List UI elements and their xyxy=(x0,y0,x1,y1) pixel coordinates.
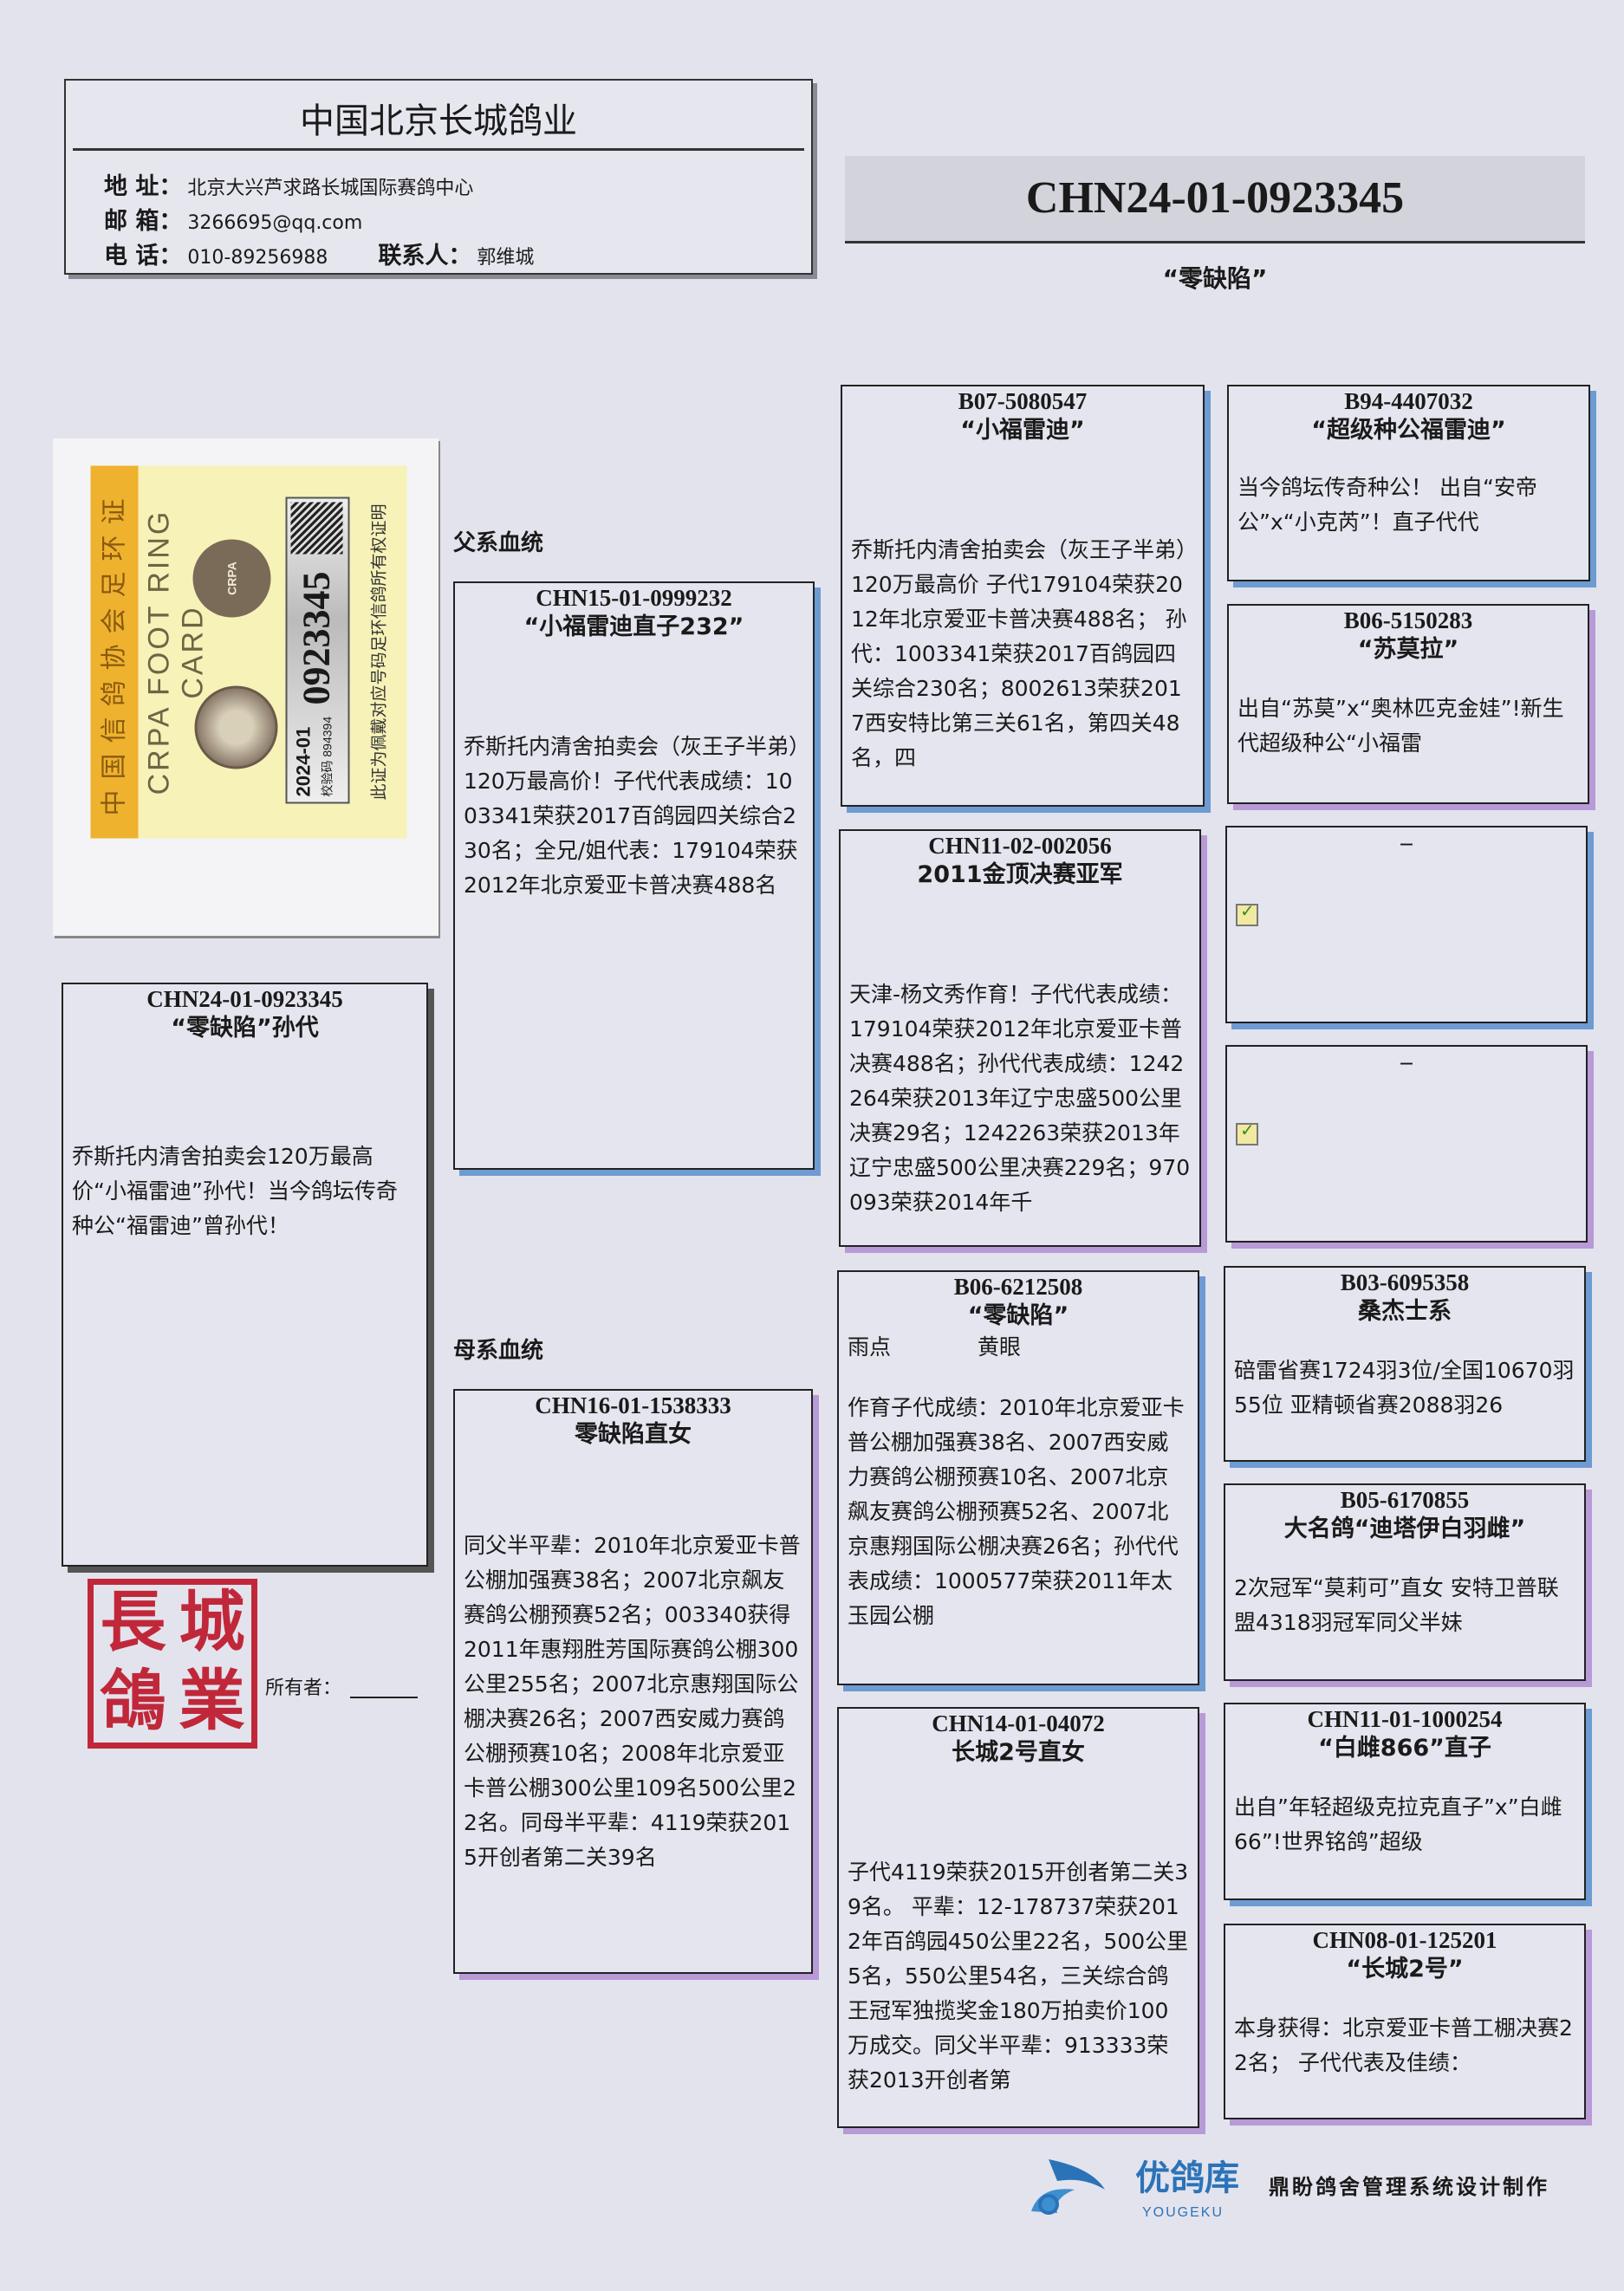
gen4-box-2: B06-5150283 “苏莫拉” 出自“苏莫”x“奥林匹克金娃”!新生代超级种… xyxy=(1227,604,1589,804)
description: 作育子代成绩：2010年北京爱亚卡普公棚加强赛38名、2007西安威力赛鸽公棚预… xyxy=(848,1395,1185,1628)
divider xyxy=(73,148,804,151)
footer-brand-en: YOUGEKU xyxy=(1142,2205,1224,2220)
contact-label: 联系人： xyxy=(378,243,472,269)
contact-value: 郭维城 xyxy=(477,247,535,269)
footer-brand: 优鸽库 xyxy=(1135,2158,1239,2198)
subject-box: CHN24-01-0923345 “零缺陷”孙代 乔斯托内清舍拍卖会120万最高… xyxy=(62,983,428,1567)
pigeon-name: “小福雷迪直子232” xyxy=(523,613,744,640)
footer-credit: 鼎盼鸽舍管理系统设计制作 xyxy=(1269,2175,1549,2199)
gen4-box-3-empty: – xyxy=(1225,826,1588,1023)
ring: B94-4407032 xyxy=(1344,388,1473,414)
address-label: 地 址： xyxy=(104,173,183,200)
phone-label: 电 话： xyxy=(104,243,183,269)
ring-card-note: 此证为佩戴对应号码足环信鸽所有权证明 xyxy=(369,503,389,801)
traits: 雨点 黄眼 xyxy=(848,1332,1189,1363)
globe-logo-icon xyxy=(194,685,278,769)
ring: B06-6212508 xyxy=(953,1274,1083,1300)
ring: CHN11-02-002056 xyxy=(928,833,1112,859)
ring-prefix: 2024-01 xyxy=(292,726,315,797)
address-value: 北京大兴芦求路长城国际赛鸽中心 xyxy=(187,178,474,199)
email-value: 3266695@qq.com xyxy=(187,212,363,234)
ring-number-box: 2024-01 校验码 894394 0923345 xyxy=(285,496,350,804)
owner-label: 所有者： xyxy=(265,1678,342,1699)
grandsire-maternal-box: B06-6212508 “零缺陷” 雨点 黄眼 作育子代成绩：2010年北京爱亚卡… xyxy=(837,1270,1199,1685)
description: 出自”年轻超级克拉克直子”x”白雌66”!世界铭鸽”超级 xyxy=(1234,1795,1562,1854)
ring: CHN14-01-04072 xyxy=(932,1710,1105,1736)
ring-card: 中国信鸽协会足环证 CRPA FOOT RING CARD CRPA 2024-… xyxy=(90,465,407,839)
description: 乔斯托内清舍拍卖会（灰王子半弟）120万最高价！子代代表成绩：1003341荣获… xyxy=(464,734,800,898)
yougeku-logo-icon xyxy=(1031,2159,1105,2215)
pigeon-name: 桑杰士系 xyxy=(1358,1298,1452,1325)
crpa-logo-icon: CRPA xyxy=(192,539,271,618)
gen4-box-5: B03-6095358 桑杰士系 碚雷省赛1724羽3位/全国10670羽55位… xyxy=(1224,1266,1586,1462)
description: 同父半平辈：2010年北京爱亚卡普公棚加强赛38名；2007北京飙友赛鸽公棚预赛… xyxy=(464,1533,801,1870)
sire-line-label: 父系血统 xyxy=(453,530,544,556)
eye-sign: 黄眼 xyxy=(978,1334,1022,1360)
description: 本身获得：北京爱亚卡普工棚决赛22名； 子代代表及佳绩： xyxy=(1234,2015,1573,2075)
pigeon-name: “零缺陷” xyxy=(967,1302,1069,1329)
subject-name: “零缺陷” xyxy=(1162,264,1268,293)
ring-card-title-en: CRPA FOOT RING CARD xyxy=(142,509,210,795)
ring: CHN08-01-125201 xyxy=(1312,1927,1497,1953)
granddam-maternal-box: CHN14-01-04072 长城2号直女 子代4119荣获2015开创者第二关… xyxy=(837,1707,1199,2128)
description: 碚雷省赛1724羽3位/全国10670羽55位 亚精顿省赛2088羽26 xyxy=(1234,1358,1575,1418)
email-row: 邮 箱：3266695@qq.com xyxy=(104,202,362,236)
granddam-paternal-box: CHN11-02-002056 2011金顶决赛亚军 天津-杨文秀作育！子代代表… xyxy=(839,829,1201,1247)
ring: B06-5150283 xyxy=(1343,607,1473,633)
description: 当今鸽坛传奇种公！ 出自“安帝公”x“小克芮”！直子代代 xyxy=(1237,475,1537,535)
description: 2次冠军“莫莉可”直女 安特卫普联盟4318羽冠军同父半妹 xyxy=(1234,1575,1559,1635)
phone-value: 010-89256988 xyxy=(187,247,328,269)
subject-ring-number: CHN24-01-0923345 xyxy=(845,156,1585,243)
loft-seal-stamp: 長城鴿業 xyxy=(88,1579,257,1749)
pigeon-name: “苏莫拉” xyxy=(1357,636,1459,663)
ring: CHN15-01-0999232 xyxy=(536,585,732,611)
dam-box: CHN16-01-1538333 零缺陷直女 同父半平辈：2010年北京爱亚卡普… xyxy=(453,1389,813,1974)
ring-number: 0923345 xyxy=(295,571,338,705)
ring: – xyxy=(1400,1048,1413,1074)
note-check-icon[interactable] xyxy=(1236,1120,1258,1146)
sire-box: CHN15-01-0999232 “小福雷迪直子232” 乔斯托内清舍拍卖会（灰… xyxy=(453,581,815,1170)
pigeon-name: “小福雷迪” xyxy=(960,417,1085,444)
phone-row: 电 话：010-89256988 联系人：郭维城 xyxy=(104,237,534,270)
ring: B05-6170855 xyxy=(1340,1487,1470,1513)
ring-card-title-cn: 中国信鸽协会足环证 xyxy=(90,465,139,839)
dam-line-label: 母系血统 xyxy=(453,1338,544,1364)
pigeon-name: 零缺陷直女 xyxy=(575,1421,692,1448)
gen4-box-1: B94-4407032 “超级种公福雷迪” 当今鸽坛传奇种公！ 出自“安帝公”x… xyxy=(1227,385,1590,581)
ring: B07-5080547 xyxy=(958,388,1088,414)
pigeon-name: 2011金顶决赛亚军 xyxy=(917,861,1123,888)
gen4-box-7: CHN11-01-1000254 “白雌866”直子 出自”年轻超级克拉克直子”… xyxy=(1224,1703,1586,1900)
owner-signature-line xyxy=(350,1697,418,1698)
pigeon-name: “零缺陷”孙代 xyxy=(171,1015,319,1042)
address-row: 地 址：北京大兴芦求路长城国际赛鸽中心 xyxy=(104,167,473,201)
check-code: 校验码 894394 xyxy=(320,716,335,797)
loft-name: 中国北京长城鸽业 xyxy=(300,101,577,141)
description: 乔斯托内清舍拍卖会（灰王子半弟）120万最高价 子代179104荣获2012年北… xyxy=(851,537,1187,770)
ring: B03-6095358 xyxy=(1340,1269,1470,1295)
qr-code-icon xyxy=(290,502,343,555)
pigeon-name: “超级种公福雷迪” xyxy=(1311,417,1506,444)
gen4-box-4-empty: – xyxy=(1225,1045,1588,1243)
ring: CHN11-01-1000254 xyxy=(1307,1706,1503,1732)
note-check-icon[interactable] xyxy=(1236,900,1258,926)
description: 子代4119荣获2015开创者第二关39名。 平辈：12-178737荣获201… xyxy=(848,1859,1189,2093)
pigeon-name: 长城2号直女 xyxy=(952,1739,1085,1766)
pigeon-name: “长城2号” xyxy=(1346,1956,1464,1983)
gen4-box-6: B05-6170855 大名鸽“迪塔伊白羽雌” 2次冠军“莫莉可”直女 安特卫普… xyxy=(1224,1483,1586,1681)
gen4-box-8: CHN08-01-125201 “长城2号” 本身获得：北京爱亚卡普工棚决赛22… xyxy=(1224,1924,1586,2119)
grandsire-paternal-box: B07-5080547 “小福雷迪” 乔斯托内清舍拍卖会（灰王子半弟）120万最… xyxy=(841,385,1205,807)
email-label: 邮 箱： xyxy=(104,208,183,235)
pigeon-name: “白雌866”直子 xyxy=(1318,1735,1491,1762)
pigeon-name: 大名鸽“迪塔伊白羽雌” xyxy=(1283,1515,1526,1542)
description: 出自“苏莫”x“奥林匹克金娃”!新生代超级种公“小福雷 xyxy=(1237,696,1564,756)
ring: CHN16-01-1538333 xyxy=(535,1392,731,1418)
ring: CHN24-01-0923345 xyxy=(146,986,343,1012)
feather-color: 雨点 xyxy=(848,1334,892,1360)
loft-info-box: 中国北京长城鸽业 地 址：北京大兴芦求路长城国际赛鸽中心 邮 箱：3266695… xyxy=(64,79,813,275)
description: 天津-杨文秀作育！子代代表成绩：179104荣获2012年北京爱亚卡普决赛488… xyxy=(849,982,1191,1215)
description: 乔斯托内清舍拍卖会120万最高价“小福雷迪”孙代！当今鸽坛传奇种公“福雷迪”曾孙… xyxy=(72,1144,398,1238)
ring: – xyxy=(1400,829,1413,855)
